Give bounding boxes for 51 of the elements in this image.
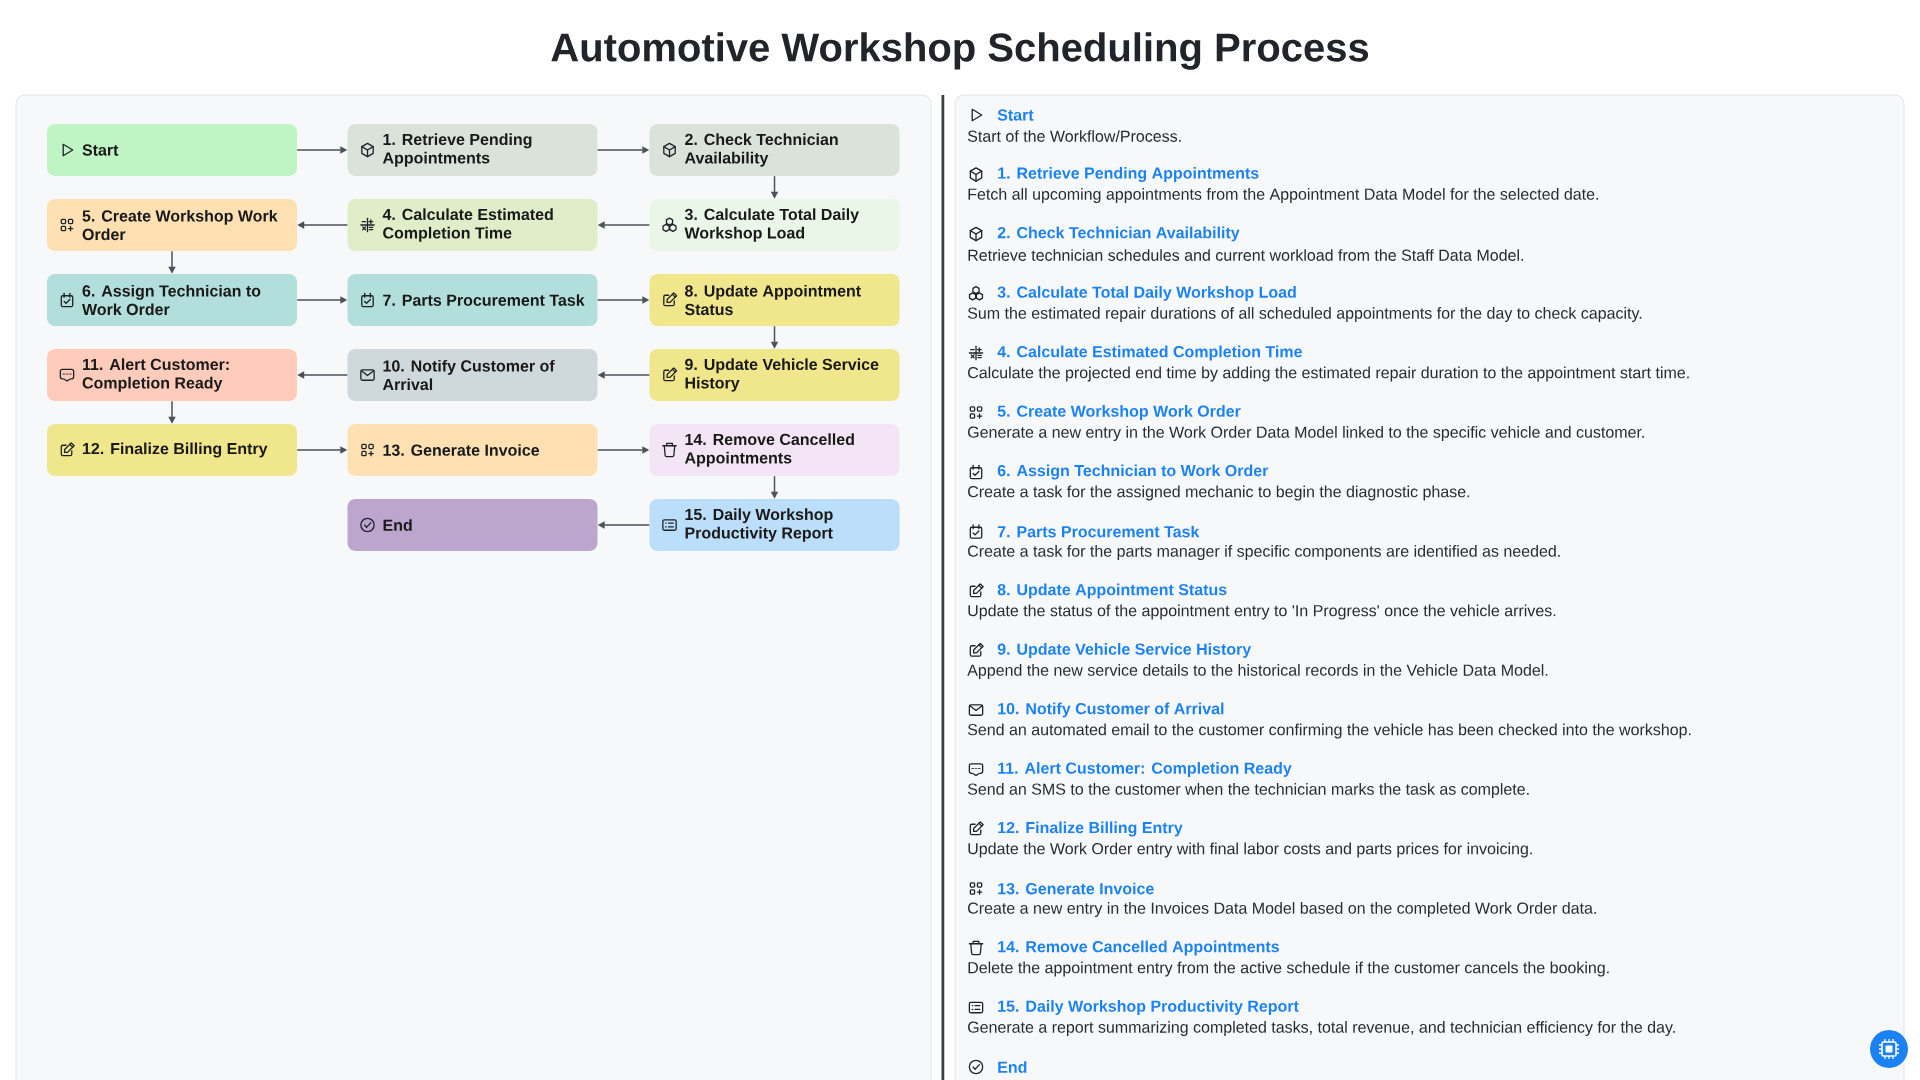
- process-box: 7. Parts Procurement Task: [347, 274, 598, 326]
- step-heading: 4. Calculate Estimated Completion Time: [997, 345, 1302, 361]
- process-box: 11. Alert Customer: Completion Ready: [47, 349, 297, 401]
- step-heading: 6. Assign Technician to Work Order: [997, 464, 1269, 480]
- title: Automotive Workshop Scheduling Process: [551, 32, 1369, 70]
- process-box: End: [347, 499, 598, 551]
- step-heading: 11. Alert Customer: Completion Ready: [998, 762, 1292, 777]
- step-description: Append the new service details to the historical records in the Vehicle Data Model.: [967, 664, 1548, 679]
- process-box: Start: [47, 124, 297, 176]
- process-box: 1. Retrieve Pending Appointments: [347, 124, 598, 176]
- process-box: 10. Notify Customer of Arrival: [347, 349, 598, 401]
- step-heading: 14. Remove Cancelled Appointments: [998, 940, 1279, 956]
- step-heading: 3. Calculate Total Daily Workshop Load: [997, 286, 1296, 301]
- step-heading: 1. Retrieve Pending Appointments: [998, 167, 1259, 182]
- step-heading: 15. Daily Workshop Productivity Report: [998, 1000, 1299, 1015]
- process-box: 5. Create Workshop Work Order: [47, 199, 297, 251]
- step-description: Retrieve technician schedules and current workload from the Staff Data Model.: [968, 249, 1523, 261]
- step-description: Update the Work Order entry with final labor costs and parts prices for invoicing.: [968, 842, 1532, 858]
- process-box: 3. Calculate Total Daily Workshop Load: [649, 199, 900, 251]
- step-heading: End: [998, 1061, 1027, 1073]
- process-box: 15. Daily Workshop Productivity Report: [649, 499, 900, 551]
- step-heading: 10. Notify Customer of Arrival: [998, 702, 1224, 718]
- process-box: 4. Calculate Estimated Completion Time: [347, 199, 598, 251]
- step-heading: 2. Check Technician Availability: [997, 226, 1240, 242]
- step-heading: 12. Finalize Billing Entry: [998, 821, 1183, 837]
- process-box: 13. Generate Invoice: [347, 424, 598, 476]
- step-description: Create a new entry in the Invoices Data Model based on the completed Work Order data.: [968, 902, 1596, 917]
- step-description: Send an automated email to the customer confirming the vehicle has been checked into the workshop.: [967, 723, 1691, 739]
- step-description: Update the status of the appointment entry to 'In Progress' once the vehicle arrives.: [968, 604, 1556, 620]
- step-heading: 13. Generate Invoice: [998, 882, 1154, 895]
- process-box: 9. Update Vehicle Service History: [649, 349, 900, 401]
- step-description: Calculate the projected end time by adding the estimated repair duration to the appointment start time.: [968, 366, 1689, 382]
- step-description: Generate a new entry in the Work Order Data Model linked to the specific vehicle and customer.: [968, 426, 1644, 441]
- process-box: 14. Remove Cancelled Appointments: [649, 424, 900, 476]
- step-heading: 8. Update Appointment Status: [997, 583, 1227, 599]
- step-heading: 9. Update Vehicle Service History: [997, 643, 1252, 658]
- process-box: 12. Finalize Billing Entry: [47, 424, 297, 476]
- process-box: 8. Update Appointment Status: [649, 274, 900, 326]
- step-description: Delete the appointment entry from the active schedule if the customer cancels the booking.: [968, 961, 1609, 977]
- step-heading: Start: [997, 109, 1034, 121]
- step-description: Generate a report summarizing completed tasks, total revenue, and technician efficiency for the day.: [968, 1021, 1675, 1036]
- step-description: Create a task for the parts manager if specific components are identified as needed.: [968, 545, 1560, 560]
- process-box: 6. Assign Technician to Work Order: [47, 274, 297, 326]
- step-heading: 7. Parts Procurement Task: [997, 525, 1200, 538]
- process-box: 2. Check Technician Availability: [649, 124, 900, 176]
- step-description: Create a task for the assigned mechanic to begin the diagnostic phase.: [968, 485, 1470, 501]
- step-description: Fetch all upcoming appointments from the Appointment Data Model for the selected date.: [968, 188, 1598, 203]
- step-heading: 5. Create Workshop Work Order: [997, 405, 1241, 420]
- step-description: Start of the Workflow/Process.: [967, 130, 1181, 142]
- step-description: Sum the estimated repair durations of all scheduled appointments for the day to check capacity.: [967, 307, 1642, 322]
- step-description: Send an SMS to the customer when the technician marks the task as complete.: [967, 783, 1529, 798]
